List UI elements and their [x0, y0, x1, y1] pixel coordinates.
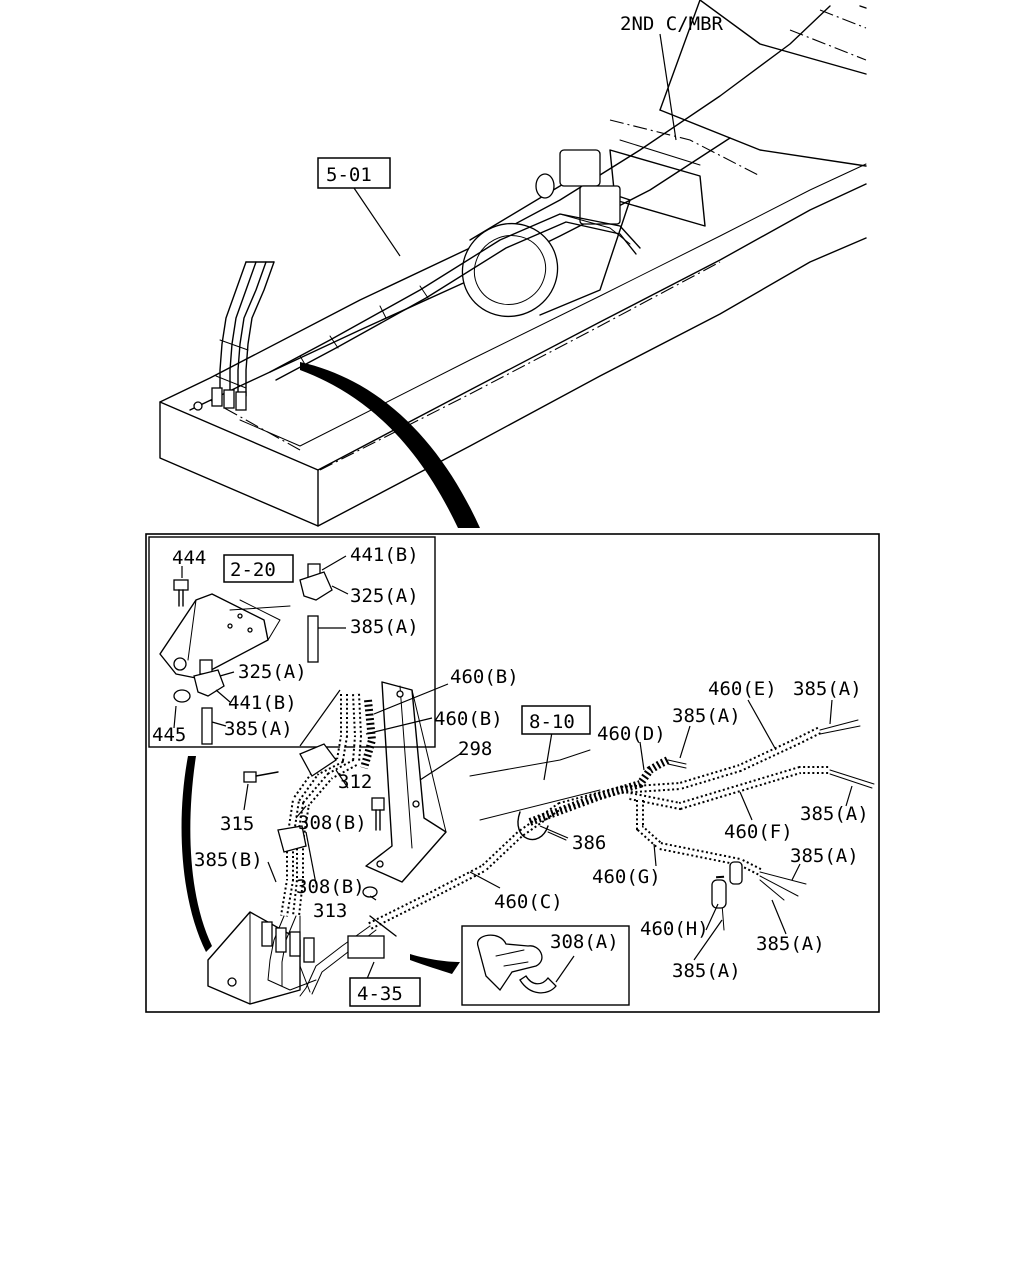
second-cross-member-label: 2ND C/MBR — [620, 13, 724, 35]
label-385a-h1: 385(A) — [672, 960, 741, 982]
label-386: 386 — [572, 832, 606, 854]
label-460f: 460(F) — [724, 821, 793, 843]
sensor-bottom — [193, 659, 235, 745]
label-325a-top: 325(A) — [350, 585, 419, 607]
label-385a-f: 385(A) — [800, 803, 869, 825]
label-325a-bottom: 325(A) — [238, 661, 307, 683]
ref-4-35: 4-35 — [349, 977, 421, 1007]
label-385a-bottom: 385(A) — [224, 718, 293, 740]
ref-2-20-label: 2-20 — [230, 559, 276, 581]
label-444: 444 — [172, 547, 206, 569]
ref-8-10: 8-10 — [521, 705, 591, 735]
label-460h: 460(H) — [640, 918, 709, 940]
label-460g: 460(G) — [592, 866, 661, 888]
label-298: 298 — [458, 738, 492, 760]
label-441b-bottom: 441(B) — [228, 692, 297, 714]
label-460d: 460(D) — [597, 723, 666, 745]
label-445: 445 — [152, 724, 186, 746]
label-308b-1: 308(B) — [298, 812, 367, 834]
label-313: 313 — [313, 900, 347, 922]
label-460e: 460(E) — [708, 678, 777, 700]
bolt-315 — [243, 771, 279, 811]
clip-308a — [477, 934, 575, 994]
clip-308b — [277, 743, 337, 885]
sensor-top — [299, 555, 349, 663]
frame-end-bracket — [207, 911, 301, 1005]
label-460c: 460(C) — [494, 891, 563, 913]
grommet-386 — [469, 749, 601, 841]
label-385a-e: 385(A) — [793, 678, 862, 700]
bolt-312 — [371, 797, 385, 831]
label-308b-2: 308(B) — [296, 876, 365, 898]
sensor-bracket — [159, 593, 291, 679]
clip-4-35 — [347, 915, 397, 959]
label-385a-d: 385(A) — [672, 705, 741, 727]
nut-313 — [362, 886, 378, 898]
label-460b-1: 460(B) — [450, 666, 519, 688]
label-315: 315 — [220, 813, 254, 835]
label-460b-2: 460(B) — [434, 708, 503, 730]
label-312: 312 — [338, 771, 372, 793]
detail-arc — [181, 756, 212, 952]
bolt-444 — [173, 566, 189, 607]
corrugated-hoses — [280, 693, 830, 930]
nut-445 — [173, 689, 191, 729]
ref-5-01-label: 5-01 — [326, 164, 372, 186]
ref-2-20: 2-20 — [223, 554, 294, 583]
label-385a-h2: 385(A) — [756, 933, 825, 955]
ref-5-01: 5-01 — [317, 157, 391, 189]
detail-frame — [145, 533, 880, 1013]
connectors-385b — [261, 861, 743, 963]
inset-arrow — [410, 954, 460, 974]
label-385a-g: 385(A) — [790, 845, 859, 867]
support-bracket-298 — [365, 681, 447, 883]
chassis-frame-view — [159, 0, 867, 528]
label-308a: 308(A) — [550, 931, 619, 953]
label-441b-top: 441(B) — [350, 544, 419, 566]
label-385b: 385(B) — [194, 849, 263, 871]
ref-4-35-label: 4-35 — [357, 983, 403, 1005]
label-385a-top: 385(A) — [350, 616, 419, 638]
ref-8-10-label: 8-10 — [529, 711, 575, 733]
